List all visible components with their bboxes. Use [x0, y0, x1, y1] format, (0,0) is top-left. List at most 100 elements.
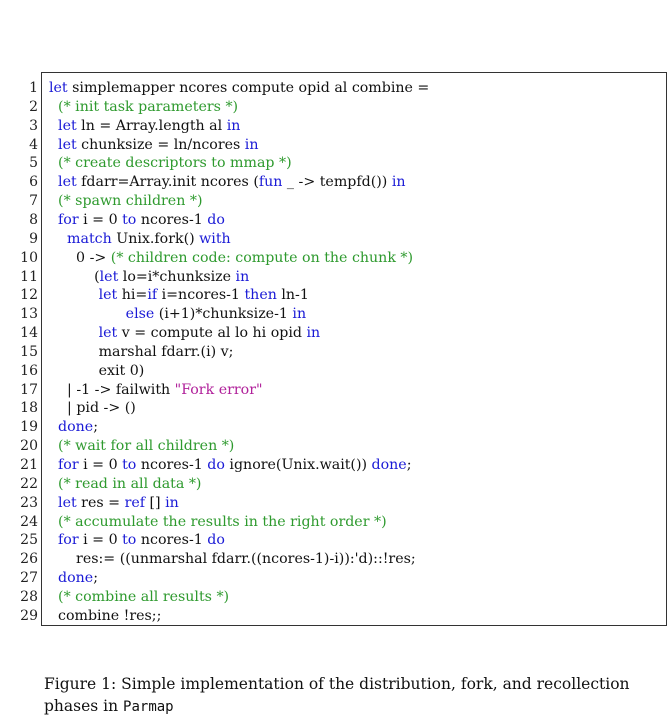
keyword-token: let	[58, 174, 77, 191]
code-text: let res = ref [] in	[49, 494, 179, 513]
code-token: chunksize = ln/ncores	[76, 136, 245, 153]
code-token: simplemapper ncores compute opid al comb…	[67, 80, 430, 96]
code-line: 1 let simplemapper ncores compute opid al…	[29, 79, 666, 98]
keyword-token: do	[207, 532, 225, 549]
comment-token: (* wait for all children *)	[58, 438, 235, 455]
keyword-token: for	[58, 457, 79, 473]
line-number: 22	[20, 475, 38, 492]
caption-code-word: Parmap	[123, 699, 174, 715]
code-line: 7 (* spawn children *)	[29, 192, 666, 211]
code-token: combine !res;;	[49, 607, 162, 624]
line-number: 24	[20, 513, 38, 530]
code-token	[49, 99, 58, 115]
code-line: 9 match Unix.fork() with	[29, 230, 666, 249]
code-token: ln-1	[276, 287, 309, 304]
line-number: 1	[29, 80, 38, 96]
code-text: let hi=if i=ncores-1 then ln-1	[49, 286, 309, 305]
comment-token: (* read in all data *)	[58, 475, 202, 492]
code-line: 26 res:= ((unmarshal fdarr.((ncores-1)-i…	[20, 550, 666, 569]
code-token: 0 ->	[49, 249, 111, 266]
keyword-token: let	[98, 287, 118, 304]
line-number: 8	[29, 211, 38, 228]
code-token	[49, 137, 58, 153]
code-line: 6 let fdarr=Array.init ncores (fun _ -> …	[29, 173, 666, 192]
code-text: let chunksize = ln/ncores in	[49, 136, 258, 155]
caption-text: Figure 1: Simple implementation of the d…	[44, 675, 630, 715]
keyword-token: done	[58, 570, 94, 587]
line-number: 26	[20, 551, 38, 568]
code-token: ncores-1	[136, 457, 208, 473]
code-text: (* read in all data *)	[49, 475, 201, 494]
line-number: 18	[20, 400, 38, 417]
code-text: match Unix.fork() with	[49, 230, 231, 249]
code-token	[49, 193, 58, 209]
code-line: 14 let v = compute al lo hi opid in	[20, 324, 666, 343]
line-number: 11	[20, 268, 38, 285]
code-line: 27 done;	[20, 569, 666, 588]
code-line: 17 | -1 -> failwith "Fork error"	[20, 381, 666, 400]
code-text: 0 -> (* children code: compute on the ch…	[49, 249, 413, 268]
code-token: i = 0	[78, 457, 123, 473]
code-text: let simplemapper ncores compute opid al …	[49, 79, 429, 98]
keyword-token: do	[207, 457, 225, 473]
code-token: hi=	[117, 287, 148, 304]
code-token	[49, 174, 58, 190]
code-text: for i = 0 to ncores-1 do	[49, 531, 225, 550]
keyword-token: let	[58, 136, 77, 153]
keyword-token: to	[122, 211, 137, 228]
code-token	[49, 532, 58, 548]
keyword-token: to	[122, 457, 137, 473]
line-number: 3	[29, 117, 38, 134]
keyword-token: in	[391, 174, 406, 191]
line-number: 13	[20, 306, 38, 323]
code-token: marshal fdarr.(i) v;	[49, 343, 234, 360]
line-number: 4	[29, 136, 38, 153]
line-number: 14	[20, 325, 38, 342]
code-token	[49, 212, 58, 228]
code-text: done;	[49, 569, 98, 588]
code-token	[49, 476, 58, 492]
keyword-token: in	[235, 268, 250, 285]
code-token: res:= ((unmarshal fdarr.((ncores-1)-i)):…	[49, 551, 416, 568]
code-token: | pid -> ()	[49, 400, 136, 417]
line-number: 10	[20, 249, 38, 266]
code-line: 19 done;	[20, 418, 666, 437]
code-token: res =	[76, 494, 125, 511]
code-token: ln = Array.length al	[76, 117, 227, 134]
line-number: 9	[29, 230, 38, 247]
code-text: let ln = Array.length al in	[49, 117, 240, 136]
code-token	[49, 306, 126, 322]
keyword-token: fun	[258, 174, 283, 191]
line-number: 27	[20, 570, 38, 587]
line-number: 19	[20, 419, 38, 436]
code-text: marshal fdarr.(i) v;	[49, 343, 234, 362]
code-line: 11 (let lo=i*chunksize in	[20, 268, 666, 287]
keyword-token: in	[244, 136, 259, 153]
code-token: ignore(Unix.wait())	[224, 457, 372, 473]
code-text: (* create descriptors to mmap *)	[49, 154, 292, 173]
keyword-token: ref	[124, 494, 145, 511]
code-token: (	[49, 268, 100, 285]
keyword-token: match	[67, 230, 112, 247]
code-token: Unix.fork()	[111, 230, 200, 247]
line-number: 28	[20, 588, 38, 605]
code-token	[49, 514, 58, 530]
code-line: 12 let hi=if i=ncores-1 then ln-1	[20, 286, 666, 305]
figure-caption: Figure 1: Simple implementation of the d…	[44, 673, 644, 718]
keyword-token: done	[58, 419, 94, 436]
comment-token: (* init task parameters *)	[58, 98, 239, 115]
code-text: let fdarr=Array.init ncores (fun _ -> te…	[49, 173, 406, 192]
code-token: []	[145, 494, 166, 511]
code-line: 20 (* wait for all children *)	[20, 437, 666, 456]
keyword-token: else	[125, 306, 155, 323]
code-token	[49, 457, 58, 473]
line-number: 17	[20, 381, 38, 398]
code-token: ;	[93, 419, 98, 436]
code-line: 29 combine !res;;	[20, 607, 666, 626]
code-token	[49, 438, 58, 454]
keyword-token: let	[58, 117, 77, 134]
code-line: 5 (* create descriptors to mmap *)	[29, 154, 666, 173]
code-text: (let lo=i*chunksize in	[49, 268, 249, 287]
keyword-token: in	[165, 494, 179, 511]
code-text: for i = 0 to ncores-1 do ignore(Unix.wai…	[49, 456, 411, 475]
